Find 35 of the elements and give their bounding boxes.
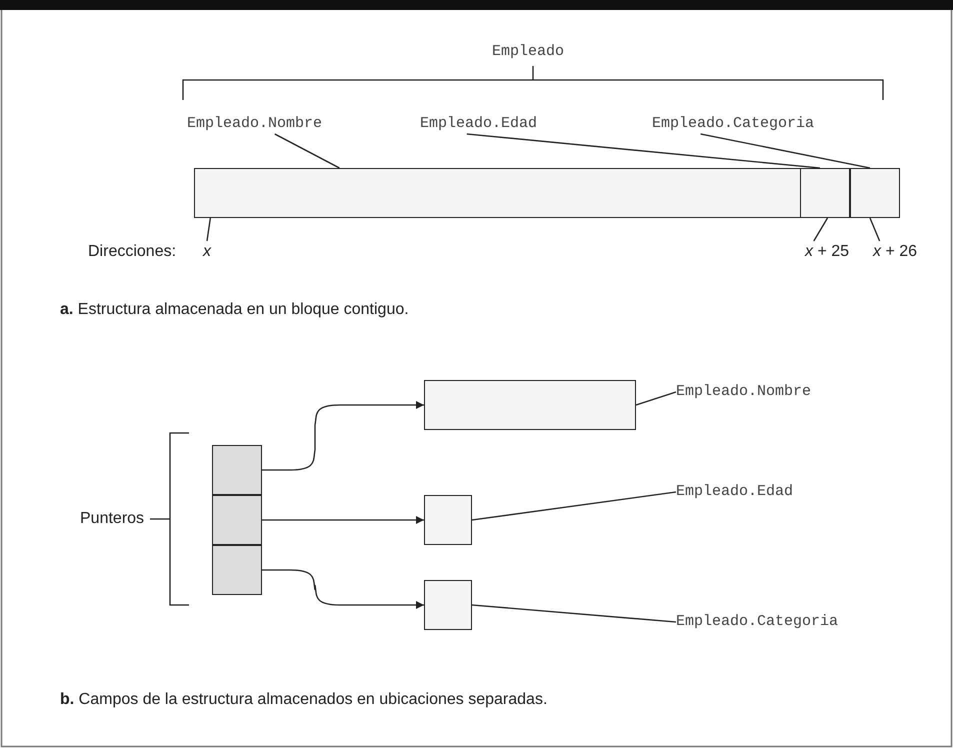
bracket-label: Punteros (80, 509, 144, 529)
leader-line (869, 218, 880, 242)
address-label: x (203, 241, 211, 263)
leader-line (274, 133, 340, 169)
memory-cell (424, 380, 636, 430)
leader-line (206, 218, 211, 242)
leader-line (700, 133, 870, 169)
caption: a. Estructura almacenada en un bloque contiguo. (60, 300, 409, 320)
memory-cell (800, 168, 850, 218)
memory-cell (850, 168, 900, 218)
row-label: Direcciones: (88, 242, 176, 262)
field-name-label: Empleado.Categoria (652, 114, 814, 134)
leader-line (466, 133, 820, 169)
address-label: x + 26 (873, 241, 918, 263)
pointer-cell (212, 445, 262, 495)
caption: b. Campos de la estructura almacenados en ubicaciones separadas. (60, 690, 548, 710)
leader-line (813, 218, 828, 242)
memory-cell (424, 495, 472, 545)
field-name-label: Empleado.Edad (676, 482, 794, 502)
leader-line (472, 491, 676, 521)
field-name-label: Empleado.Edad (420, 114, 538, 134)
pointer-cell (212, 495, 262, 545)
field-name-label: Empleado.Nombre (676, 382, 812, 402)
arrow (262, 401, 424, 471)
memory-cell (194, 168, 800, 218)
memory-cell (424, 580, 472, 630)
group-label: Empleado (492, 42, 564, 62)
pointer-cell (212, 545, 262, 595)
field-name-label: Empleado.Nombre (187, 114, 322, 134)
leader-line (472, 604, 676, 623)
arrow (262, 569, 424, 609)
arrow (262, 516, 424, 524)
leader-line (636, 391, 676, 406)
address-label: x + 25 (805, 241, 850, 263)
field-name-label: Empleado.Categoria (676, 612, 838, 632)
